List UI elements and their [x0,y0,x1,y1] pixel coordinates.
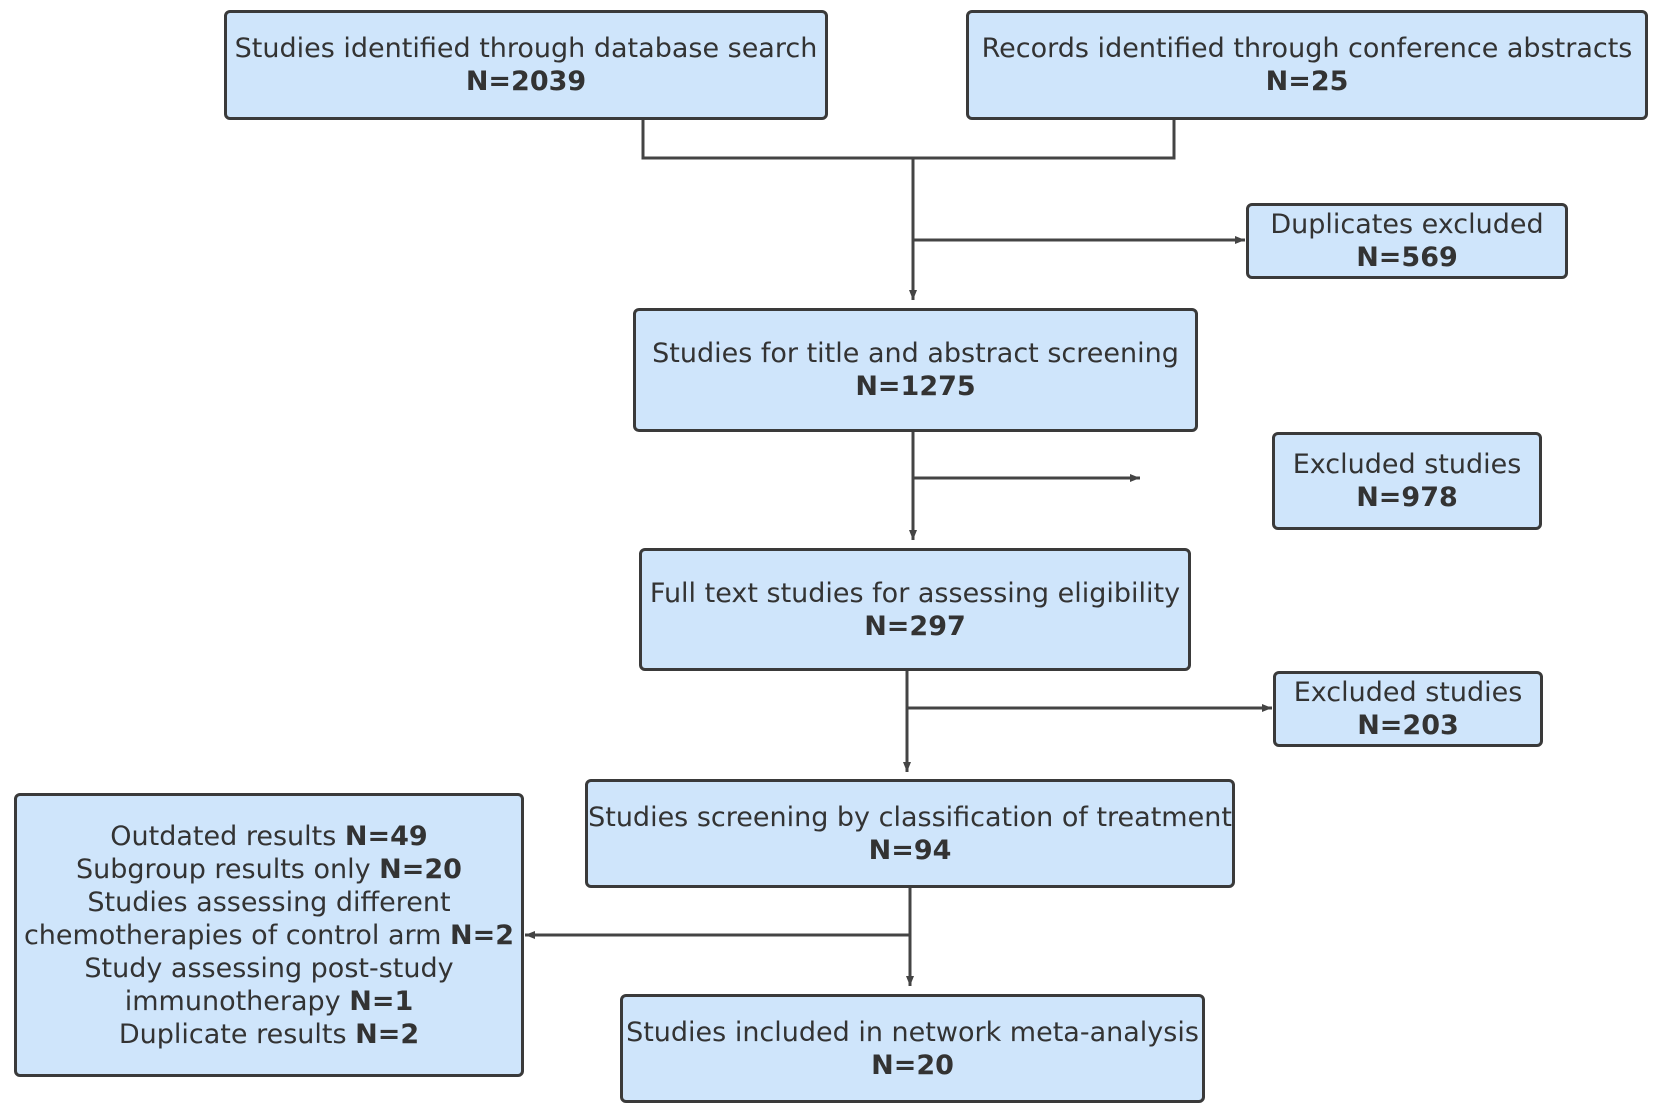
duplicate-results-row: Duplicate results N=2 [118,1018,420,1050]
excluded-studies-978-box: Excluded studies N=978 [1272,432,1542,530]
full-text-eligibility-box: Full text studies for assessing eligibil… [639,548,1191,671]
database-search-label: Studies identified through database sear… [234,33,818,64]
full-text-eligibility-label: Full text studies for assessing eligibil… [649,577,1181,609]
included-studies-label: Studies included in network meta-analysi… [626,1016,1199,1048]
conference-abstracts-label: Records identified through conference ab… [981,33,1633,64]
post-study-row-1: Study assessing post-study [84,952,454,984]
outdated-results-row: Outdated results N=49 [110,820,428,852]
full-text-eligibility-count: N=297 [864,610,966,642]
title-abstract-screening-count: N=1275 [855,371,976,402]
excluded-studies-978-count: N=978 [1356,482,1458,513]
included-studies-box: Studies included in network meta-analysi… [620,994,1205,1103]
excluded-studies-203-count: N=203 [1357,710,1459,741]
merge-connector [641,120,1176,160]
subgroup-results-row: Subgroup results only N=20 [76,853,462,885]
different-chemotherapies-row-1: Studies assessing different [87,886,451,918]
duplicates-excluded-count: N=569 [1356,242,1458,273]
duplicates-excluded-label: Duplicates excluded [1270,209,1544,240]
classification-screening-label: Studies screening by classification of t… [588,801,1232,833]
included-studies-count: N=20 [871,1049,954,1081]
conference-abstracts-count: N=25 [1265,66,1349,97]
classification-screening-box: Studies screening by classification of t… [585,779,1235,888]
different-chemotherapies-row-2: chemotherapies of control arm N=2 [23,919,515,951]
database-search-box: Studies identified through database sear… [224,10,828,120]
exclusion-reasons-box: Outdated results N=49 Subgroup results o… [14,793,524,1077]
post-study-row-2: immunotherapy N=1 [124,985,414,1017]
title-abstract-screening-label: Studies for title and abstract screening [652,338,1179,369]
excluded-studies-203-label: Excluded studies [1293,677,1523,708]
database-search-count: N=2039 [465,66,587,97]
conference-abstracts-box: Records identified through conference ab… [966,10,1648,120]
excluded-studies-978-label: Excluded studies [1292,449,1522,480]
classification-screening-count: N=94 [868,834,952,866]
title-abstract-screening-box: Studies for title and abstract screening… [633,308,1198,432]
duplicates-excluded-box: Duplicates excluded N=569 [1246,203,1568,279]
excluded-studies-203-box: Excluded studies N=203 [1273,671,1543,747]
